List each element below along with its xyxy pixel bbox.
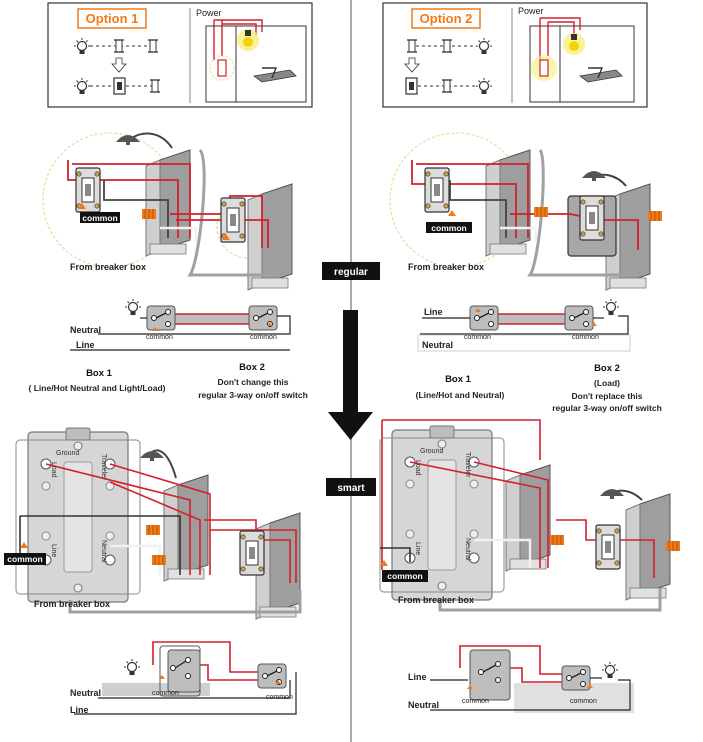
option1-neutral-label: Neutral <box>70 325 101 335</box>
option2-breaker-label: From breaker box <box>408 262 484 272</box>
option1-panel: Option 1 Power <box>47 2 313 108</box>
option2-power-label: Power <box>518 6 544 16</box>
ceiling-lamp-icon <box>582 171 606 181</box>
option1-smart-breaker-label: From breaker box <box>34 599 110 609</box>
arrow-down-icon <box>111 57 127 73</box>
option1-smart-common-small: common <box>152 690 179 697</box>
smart-traveler-label: Traveler <box>100 454 107 480</box>
option1-breaker-label: From breaker box <box>70 262 146 272</box>
option1-power-label: Power <box>196 8 222 18</box>
option2-smart-ground-label: Ground <box>420 448 443 455</box>
option2-box2-line2: regular 3-way on/off switch <box>552 403 662 413</box>
smart-tag <box>326 478 376 496</box>
option2-smart-common-small: common <box>570 698 597 705</box>
option1-line-label: Line <box>76 340 95 350</box>
option1-title: Option 1 <box>86 11 139 26</box>
option2-common-tag: common <box>431 223 466 233</box>
option2-box1-title: Box 1 <box>445 374 472 385</box>
option2-smart-load-label: Load <box>414 460 421 476</box>
light-bulb-icon <box>601 661 619 679</box>
option1-regular-wiring: common From breaker box <box>42 132 293 291</box>
option2-smart-breaker-label: From breaker box <box>398 595 474 605</box>
option1-box2-line1: Don't change this <box>218 377 289 387</box>
option1-smart-line-label: Line <box>70 705 89 715</box>
option1-common-small: common <box>146 334 173 341</box>
option2-smart-common-tag: common <box>387 571 422 581</box>
switch-icon <box>441 39 453 53</box>
arrow-down-icon <box>404 57 420 73</box>
option2-smart-neutral-label: Neutral <box>464 538 471 561</box>
option1-common-small: common <box>250 334 277 341</box>
smart-line-label: Line <box>50 544 57 557</box>
switch-icon <box>149 79 161 93</box>
option1-box1-desc: ( Line/Hot Neutral and Light/Load) <box>29 383 166 393</box>
option2-neutral-label: Neutral <box>422 340 453 350</box>
option2-title: Option 2 <box>420 11 473 26</box>
option2-box2-title: Box 2 <box>594 363 620 374</box>
option2-regular-wiring: common From breaker box <box>389 132 663 291</box>
option2-common-small: common <box>572 334 599 341</box>
option1-smart-schematic: Neutral Line common common <box>70 641 297 715</box>
light-bulb-icon <box>602 298 620 316</box>
option2-smart-common-small: common <box>462 698 489 705</box>
option2-line-label: Line <box>424 307 443 317</box>
option1-box2-title: Box 2 <box>239 362 265 373</box>
option2-box2-line1: Don't replace this <box>572 391 643 401</box>
switch-icon <box>406 39 418 53</box>
option2-box2-paren: (Load) <box>594 378 620 388</box>
option1-common-tag: common <box>82 213 117 223</box>
light-bulb-icon <box>124 298 142 316</box>
option1-smart-neutral-label: Neutral <box>70 688 101 698</box>
option2-smart-schematic: Line Neutral common common <box>408 645 634 713</box>
option2-box1-desc: (Line/Hot and Neutral) <box>416 390 505 400</box>
option2-smart-neutral-label: Neutral <box>408 700 439 710</box>
switch-icon <box>441 79 453 93</box>
switch-icon <box>113 39 125 53</box>
regular-label: regular <box>334 267 368 278</box>
option2-smart-wiring: Ground Load Traveler Line Neutral common… <box>379 419 681 612</box>
smart-label: smart <box>337 483 365 494</box>
option1-smart-common-tag: common <box>7 554 42 564</box>
option2-panel: Option 2 Power <box>382 2 648 108</box>
option2-smart-traveler-label: Traveler <box>464 452 471 478</box>
down-arrow-icon <box>328 412 373 440</box>
light-bulb-icon <box>123 658 141 676</box>
smart-load-label: Load <box>50 462 57 478</box>
regular-tag <box>322 262 380 280</box>
down-arrow-shaft <box>343 310 358 420</box>
option2-regular-schematic: Line Neutral common common <box>417 298 631 352</box>
option1-regular-schematic: Neutral Line common common <box>70 298 291 351</box>
option2-common-small: common <box>464 334 491 341</box>
option1-box2-line2: regular 3-way on/off switch <box>198 390 308 400</box>
switch-icon <box>147 39 159 53</box>
smart-ground-label: Ground <box>56 450 79 457</box>
ceiling-lamp-icon <box>140 451 164 461</box>
option1-smart-common-small: common <box>266 694 293 701</box>
option2-smart-line-label: Line <box>414 542 421 555</box>
option1-smart-wiring: Ground Load Traveler Line Neutral common… <box>4 427 302 620</box>
smart-neutral-label: Neutral <box>100 540 107 563</box>
option1-box1-title: Box 1 <box>86 368 113 379</box>
option2-smart-line-label: Line <box>408 672 427 682</box>
